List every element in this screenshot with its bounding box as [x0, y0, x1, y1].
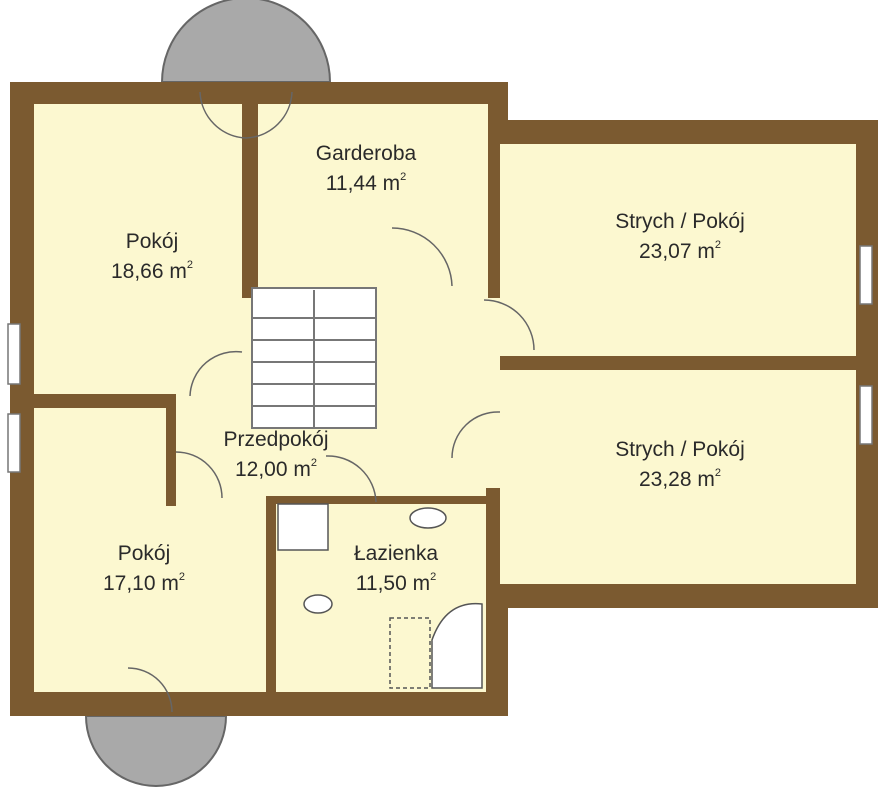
area-exponent: 2: [311, 457, 317, 469]
door-arc-left-room: [189, 350, 243, 397]
window-right-bottom: [859, 385, 873, 445]
room-name: Pokój: [118, 542, 171, 565]
area-exponent: 2: [187, 259, 193, 271]
door-arc-attic-bottom: [451, 411, 501, 459]
area-exponent: 2: [400, 171, 406, 183]
staircase: [251, 287, 377, 429]
door-arc-attic-top: [483, 299, 535, 351]
room-name: Przedpokój: [223, 428, 328, 451]
sink: [409, 507, 447, 529]
wall-left-vertical: [242, 104, 258, 294]
floor-attic-link: [488, 298, 508, 488]
room-area: 17,10 m2: [103, 571, 185, 595]
room-floors: [34, 104, 856, 692]
wall-east-lower: [486, 488, 500, 692]
shower: [277, 503, 329, 551]
inner-walls: [34, 104, 856, 692]
wall-attic-divider: [500, 356, 856, 370]
room-area: 11,50 m2: [356, 571, 436, 595]
bathroom-fixtures: [277, 503, 483, 689]
area-exponent: 2: [715, 467, 721, 479]
room-name: Garderoba: [316, 142, 417, 165]
door-arc-bath: [325, 455, 377, 503]
window-right-top: [859, 245, 873, 305]
floor-room-bottom-left: [34, 408, 266, 692]
window-left-top: [7, 323, 21, 385]
stair-steps: [252, 290, 376, 428]
room-area: 11,44 m2: [326, 171, 406, 195]
room-name: Pokój: [126, 230, 179, 253]
floor-attic-top: [500, 144, 856, 356]
room-area: 23,07 m2: [639, 239, 721, 263]
window-left-bottom: [7, 413, 21, 473]
floor-garderoba: [258, 104, 488, 272]
bath-mat: [389, 617, 431, 689]
wall-left-room-divider: [34, 394, 174, 408]
area-exponent: 2: [715, 239, 721, 251]
wall-bath-left: [266, 500, 276, 692]
area-exponent: 2: [430, 571, 436, 583]
room-name: Strych / Pokój: [615, 210, 745, 233]
door-arc-bottom-left: [175, 451, 223, 499]
door-arc-balcony-bottom: [127, 667, 173, 713]
balconies: [84, 0, 332, 787]
wall-bath-top: [266, 496, 488, 504]
room-area: 18,66 m2: [111, 259, 193, 283]
balcony-top: [160, 0, 332, 83]
door-arc-hall: [391, 227, 453, 287]
room-name: Strych / Pokój: [615, 438, 745, 461]
balcony-bottom: [84, 715, 228, 787]
area-exponent: 2: [179, 571, 185, 583]
door-arc-top-2: [245, 91, 293, 139]
toilet: [303, 594, 333, 614]
room-name: Łazienka: [354, 542, 438, 565]
floor-attic-bottom: [500, 370, 856, 584]
room-area: 23,28 m2: [639, 467, 721, 491]
doors: [127, 91, 535, 713]
door-arc-top: [199, 91, 247, 139]
room-labels: Pokój 18,66 m2 Garderoba 11,44 m2 Strych / P…: [103, 142, 745, 595]
room-area: 12,00 m2: [235, 457, 317, 481]
wall-hall-left: [166, 394, 176, 506]
windows: [7, 245, 873, 473]
bathtub: [431, 602, 483, 689]
